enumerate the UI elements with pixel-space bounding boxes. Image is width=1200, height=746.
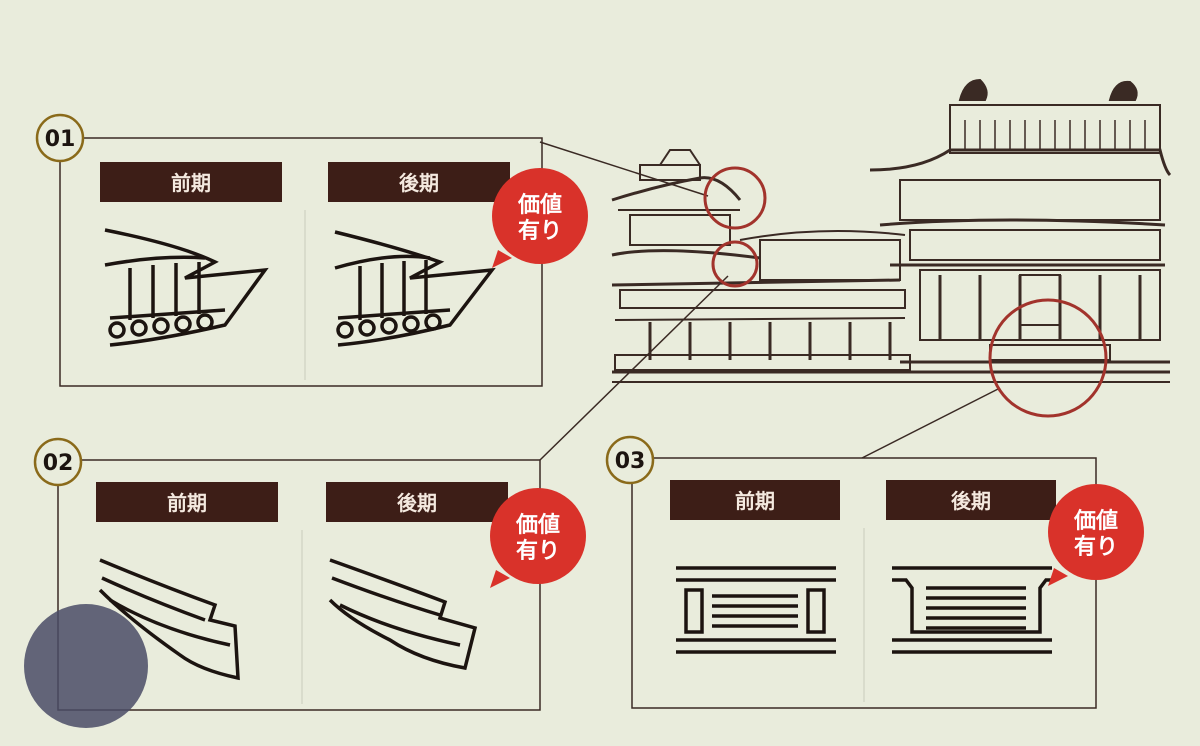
eave-bracket-icon — [104, 228, 269, 347]
badge-line1: 価値 — [517, 193, 562, 218]
before-label: 前期 — [735, 489, 775, 513]
badge-line2: 有り — [518, 218, 562, 244]
after-header — [326, 482, 508, 522]
temple-hall-icon — [611, 78, 1172, 383]
before-label: 前期 — [171, 171, 211, 195]
badge-line1: 価値 — [515, 513, 560, 538]
roof-tip-icon — [98, 558, 240, 681]
roof-tip-icon — [328, 558, 478, 671]
panel-03: 03 前期 後期 — [605, 435, 1144, 709]
panel-number: 01 — [45, 127, 76, 152]
after-label: 後期 — [399, 171, 439, 195]
callout-connectors — [539, 141, 1108, 461]
before-header — [96, 482, 278, 522]
callout-circle-02 — [711, 240, 759, 288]
panel-number: 02 — [43, 451, 74, 476]
callout-circle-03 — [988, 298, 1108, 418]
badge-line2: 有り — [516, 538, 560, 564]
finger-shadow — [24, 604, 148, 728]
panel-02: 02 前期 後期 価値 有り — [33, 437, 586, 711]
before-header — [100, 162, 282, 202]
railing-icon — [892, 566, 1052, 654]
after-label: 後期 — [397, 491, 437, 515]
after-header — [328, 162, 510, 202]
before-header — [670, 480, 840, 520]
panel-01: 01 前期 後期 — [35, 113, 588, 387]
panel-frame — [57, 459, 541, 711]
callout-circle-01 — [703, 166, 767, 230]
badge-line2: 有り — [1074, 534, 1118, 560]
value-badge: 価値 有り — [492, 168, 588, 268]
railing-icon — [676, 566, 836, 654]
after-header — [886, 480, 1056, 520]
number-badge — [605, 435, 655, 485]
eave-bracket-icon — [334, 230, 496, 347]
panel-frame — [631, 457, 1097, 709]
value-badge: 価値 有り — [490, 488, 586, 588]
panel-number: 03 — [615, 449, 646, 474]
value-badge: 価値 有り — [1048, 484, 1144, 586]
badge-line1: 価値 — [1073, 509, 1118, 534]
after-label: 後期 — [951, 489, 991, 513]
number-badge — [33, 437, 83, 487]
number-badge — [35, 113, 85, 163]
before-label: 前期 — [167, 491, 207, 515]
